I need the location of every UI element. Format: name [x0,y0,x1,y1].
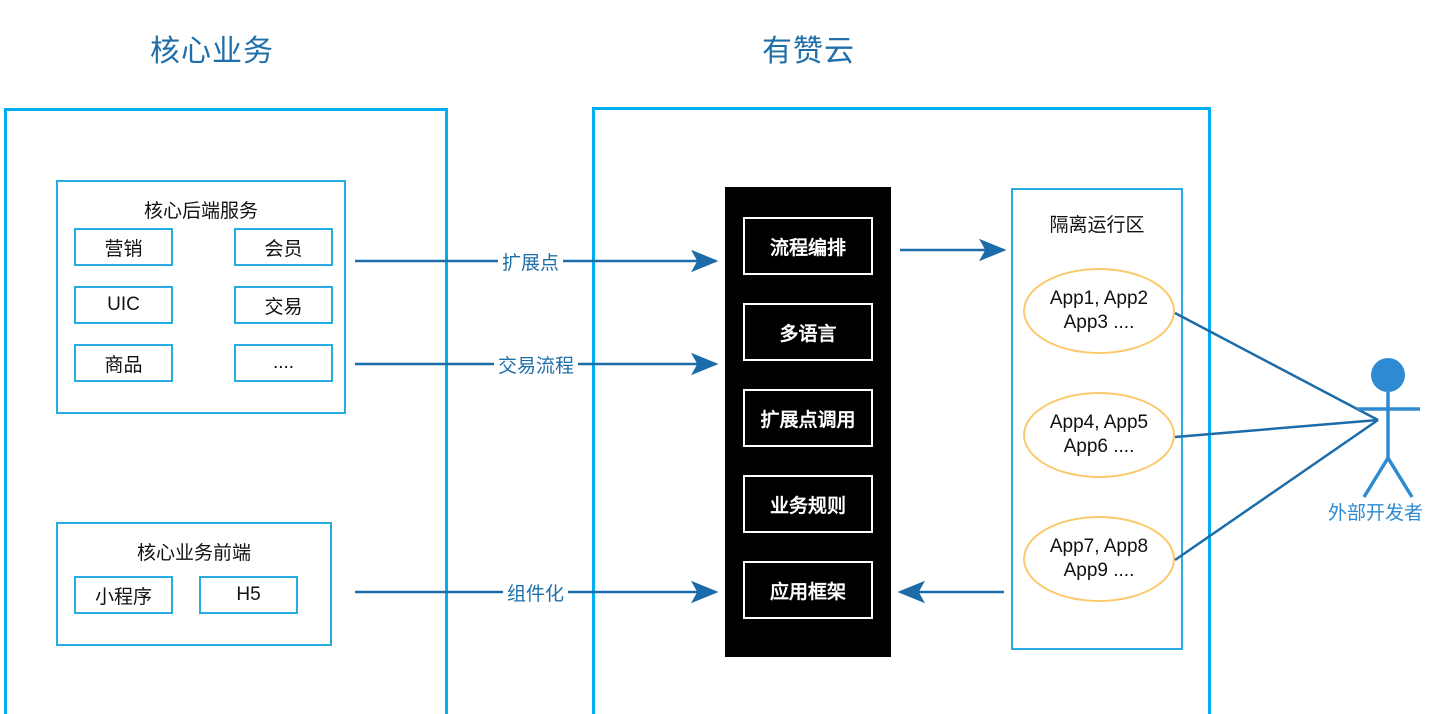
page-title-youzan-cloud: 有赞云 [762,35,855,68]
external-developer-label: 外部开发者 [1328,503,1424,524]
core-backend-service-group: 核心后端服务 营销 会员 UIC 交易 商品 .... [56,180,346,414]
isolated-app-oval-2[interactable]: App4, App5 App6 .... [1023,392,1175,478]
platform-item-multi-language[interactable]: 多语言 [743,303,873,361]
isolated-runtime-title: 隔离运行区 [1049,215,1145,236]
external-developer-actor-icon [1357,358,1420,498]
backend-chip-marketing[interactable]: 营销 [74,228,173,266]
isolated-runtime-group: 隔离运行区 App1, App2 App3 .... App4, App5 Ap… [1011,188,1183,650]
platform-item-extension-point-invoke[interactable]: 扩展点调用 [743,389,873,447]
backend-chip-uic[interactable]: UIC [74,286,173,324]
core-frontend-group: 核心业务前端 小程序 H5 [56,522,332,646]
isolated-app-oval-1[interactable]: App1, App2 App3 .... [1023,268,1175,354]
flow-label-trade-flow: 交易流程 [494,351,579,378]
backend-chip-goods[interactable]: 商品 [74,344,173,382]
page-title-core-business: 核心业务 [150,35,274,68]
platform-item-process-orchestration[interactable]: 流程编排 [743,217,873,275]
frontend-chip-h5[interactable]: H5 [199,576,298,614]
platform-stack-panel: 流程编排 多语言 扩展点调用 业务规则 应用框架 [725,187,891,657]
backend-chip-trade[interactable]: 交易 [234,286,333,324]
core-frontend-title: 核心业务前端 [136,543,251,564]
core-backend-service-title: 核心后端服务 [143,201,258,222]
frontend-chip-miniprogram[interactable]: 小程序 [74,576,173,614]
platform-item-business-rules[interactable]: 业务规则 [743,475,873,533]
backend-chip-more[interactable]: .... [234,344,333,382]
core-business-container [4,108,448,714]
flow-label-extension-point: 扩展点 [498,248,564,275]
backend-chip-member[interactable]: 会员 [234,228,333,266]
isolated-app-oval-3[interactable]: App7, App8 App9 .... [1023,516,1175,602]
flow-label-componentization: 组件化 [503,579,569,606]
platform-item-app-framework[interactable]: 应用框架 [743,561,873,619]
